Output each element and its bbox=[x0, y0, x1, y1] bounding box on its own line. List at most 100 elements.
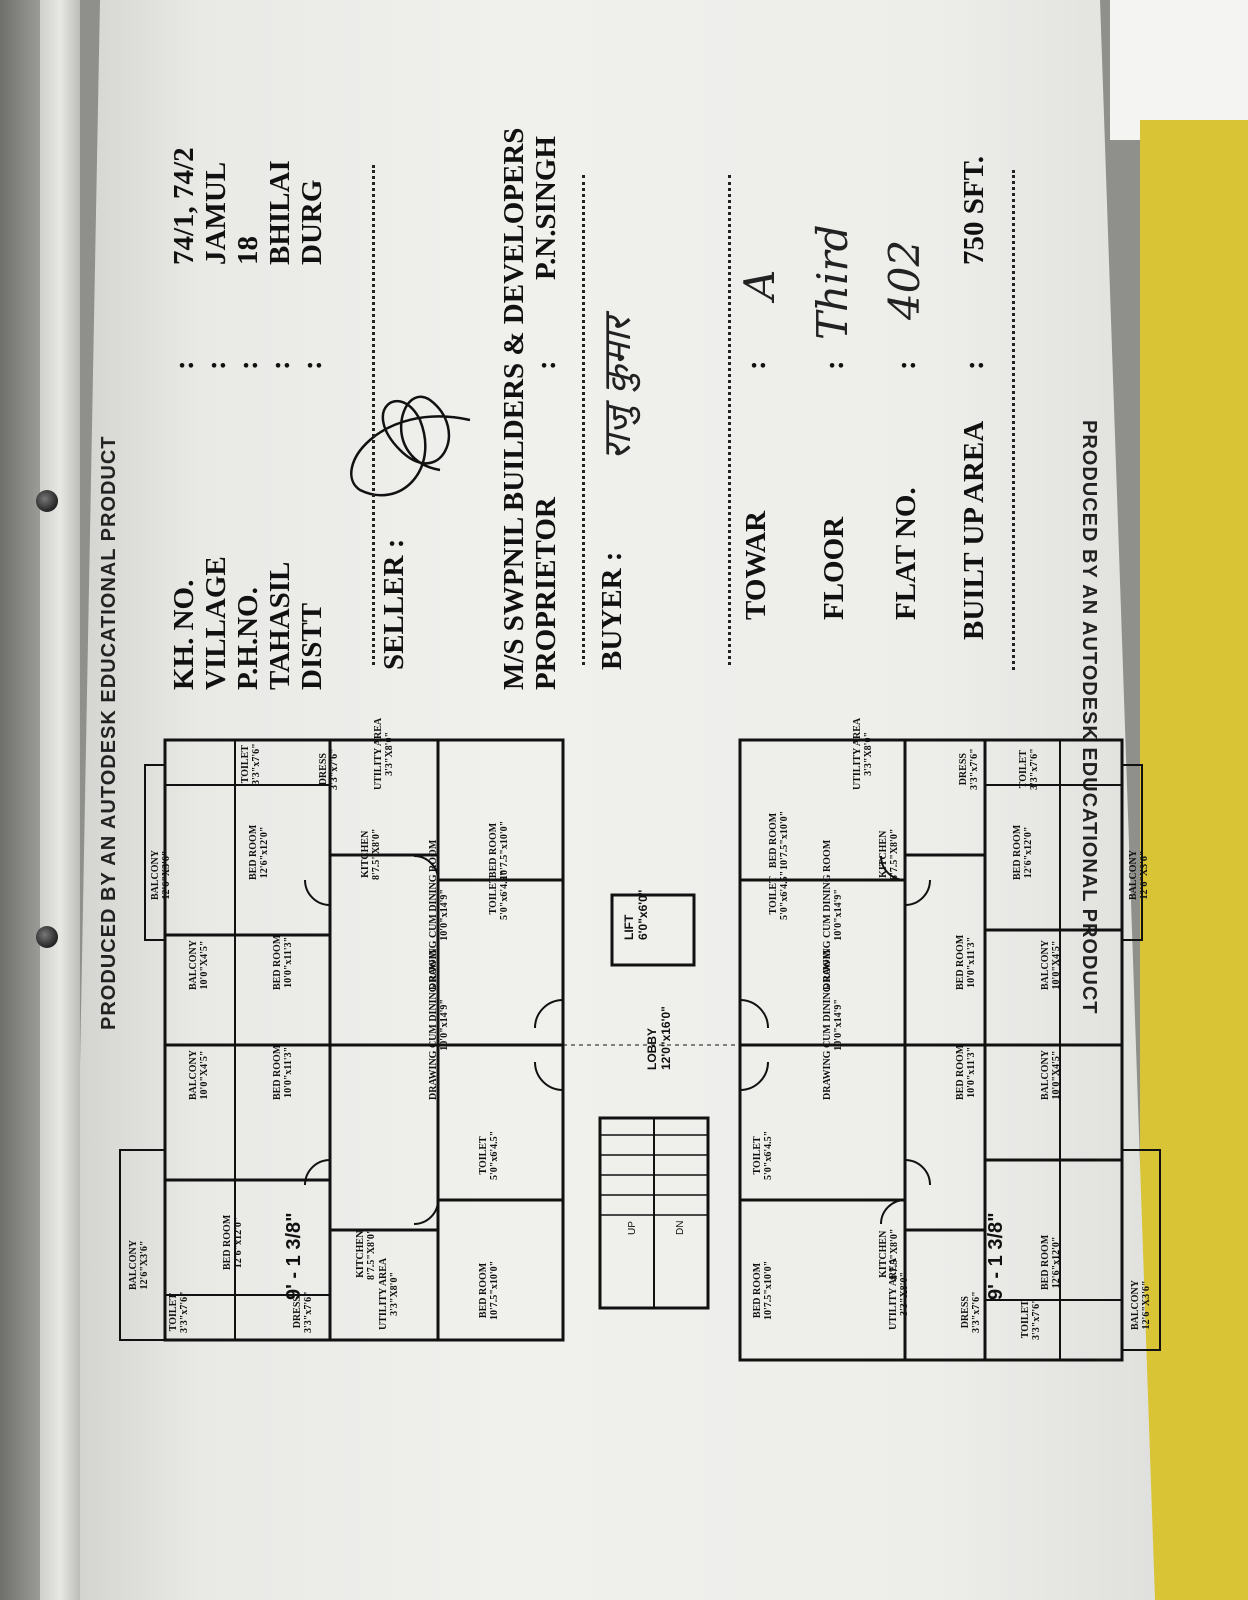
room-size: 12'6"x12'0" bbox=[233, 1216, 244, 1269]
room-size: 3'3"X8'0" bbox=[384, 731, 395, 776]
room-size: 12'6"x12'0" bbox=[259, 826, 270, 879]
kh-no-value: 74/1, 74/2 bbox=[168, 147, 200, 265]
room-name: BED ROOM bbox=[248, 824, 259, 880]
binder-strip bbox=[40, 0, 80, 1600]
proprietor-colon: : bbox=[530, 360, 562, 370]
room-size: 12'6"X3'6" bbox=[1141, 1280, 1152, 1330]
room-size: 8'7.5"X8'0" bbox=[889, 828, 900, 880]
document-sheet bbox=[70, 0, 1155, 1600]
room-name: TOILET bbox=[1018, 750, 1029, 789]
dimension-upper: 9' - 1 3/8" bbox=[283, 1212, 305, 1300]
room-size: 8'7.5"X8'0" bbox=[371, 828, 382, 880]
room-name: TOILET bbox=[768, 876, 779, 915]
room-name: TOILET bbox=[752, 1136, 763, 1175]
room-size: 3'3"x7'6" bbox=[971, 1291, 982, 1333]
distt-colon: : bbox=[296, 360, 328, 370]
room-size: 3'3"x7'6" bbox=[1029, 748, 1040, 790]
room-name: BED ROOM bbox=[1040, 1234, 1051, 1290]
room-size: 3'3"X8'0" bbox=[863, 731, 874, 776]
room-name: DRESS bbox=[958, 753, 969, 786]
ph-no-label: P.H.NO. bbox=[232, 587, 264, 690]
bottom-dotted-line bbox=[1012, 170, 1015, 670]
floor-value: Third bbox=[808, 224, 857, 340]
room-size: 10'0"x11'3" bbox=[283, 1046, 294, 1098]
dimension-lower: 9' - 1 3/8" bbox=[985, 1212, 1007, 1300]
room-name: KITCHEN bbox=[878, 830, 889, 878]
seller-signature bbox=[350, 395, 471, 497]
room-size: 10'0"x14'9" bbox=[439, 889, 450, 941]
towar-value: A bbox=[735, 269, 784, 300]
room-name: KITCHEN bbox=[355, 1230, 366, 1278]
towar-label: TOWAR bbox=[740, 510, 772, 620]
room-name: UTILITY AREA bbox=[373, 717, 384, 790]
room-size: 10'0"x14'9" bbox=[833, 889, 844, 941]
village-colon: : bbox=[200, 360, 232, 370]
buyer-label: BUYER : bbox=[596, 551, 628, 670]
kh-no-colon: : bbox=[168, 360, 200, 370]
room-name: BALCONY bbox=[1130, 1279, 1141, 1330]
room-size: 3'3"x7'6" bbox=[179, 1291, 190, 1333]
room-size: 5'0"x6'4.5" bbox=[779, 870, 790, 920]
ph-no-colon: : bbox=[232, 360, 264, 370]
room-name: BALCONY bbox=[128, 1239, 139, 1290]
built-up-area-label: BUILT UP AREA bbox=[958, 420, 990, 640]
room-size: 12'6"x12'0" bbox=[1051, 1236, 1062, 1289]
room-size: 10'0"x11'3" bbox=[283, 936, 294, 988]
room-size: 3'3"x7'6" bbox=[329, 748, 340, 790]
upper-block-outline bbox=[163, 738, 565, 1342]
lift-box bbox=[610, 893, 696, 967]
room-size: 10'0"X4'5" bbox=[199, 940, 210, 990]
room-name: UTILITY AREA bbox=[888, 1257, 899, 1330]
room-size: 10'0"x11'3" bbox=[966, 1046, 977, 1098]
proprietor-name: P.N.SINGH bbox=[530, 136, 562, 280]
room-size: 3'3"x7'6" bbox=[251, 743, 262, 785]
proprietor-label: PROPRIETOR bbox=[530, 497, 562, 690]
room-size: 5'0"x6'4.5" bbox=[489, 1130, 500, 1180]
binder-screw-bottom bbox=[36, 926, 58, 948]
distt-value: DURG bbox=[296, 179, 328, 265]
lower-block-outline bbox=[738, 738, 1124, 1362]
room-size: 10'7.5"x10'0" bbox=[489, 1260, 500, 1320]
room-name: UTILITY AREA bbox=[378, 1257, 389, 1330]
room-size: 8'7.5"X8'0" bbox=[366, 1228, 377, 1280]
room-name: BALCONY bbox=[1128, 849, 1139, 900]
room-name: TOILET bbox=[488, 876, 499, 915]
distt-label: DISTT bbox=[296, 602, 328, 690]
built-up-area-colon: : bbox=[958, 360, 990, 370]
buyer-signature: राजु कुमार bbox=[595, 317, 639, 460]
built-up-area-value: 750 SFT. bbox=[958, 155, 990, 265]
room-name: BALCONY bbox=[1040, 1049, 1051, 1100]
room-size: 10'0"X4'5" bbox=[199, 1050, 210, 1100]
tahasil-colon: : bbox=[264, 360, 296, 370]
room-name: BALCONY bbox=[188, 939, 199, 990]
room-size: 12'6"X3'6" bbox=[161, 850, 172, 900]
room-size: 10'7.5"x10'0" bbox=[779, 810, 790, 870]
